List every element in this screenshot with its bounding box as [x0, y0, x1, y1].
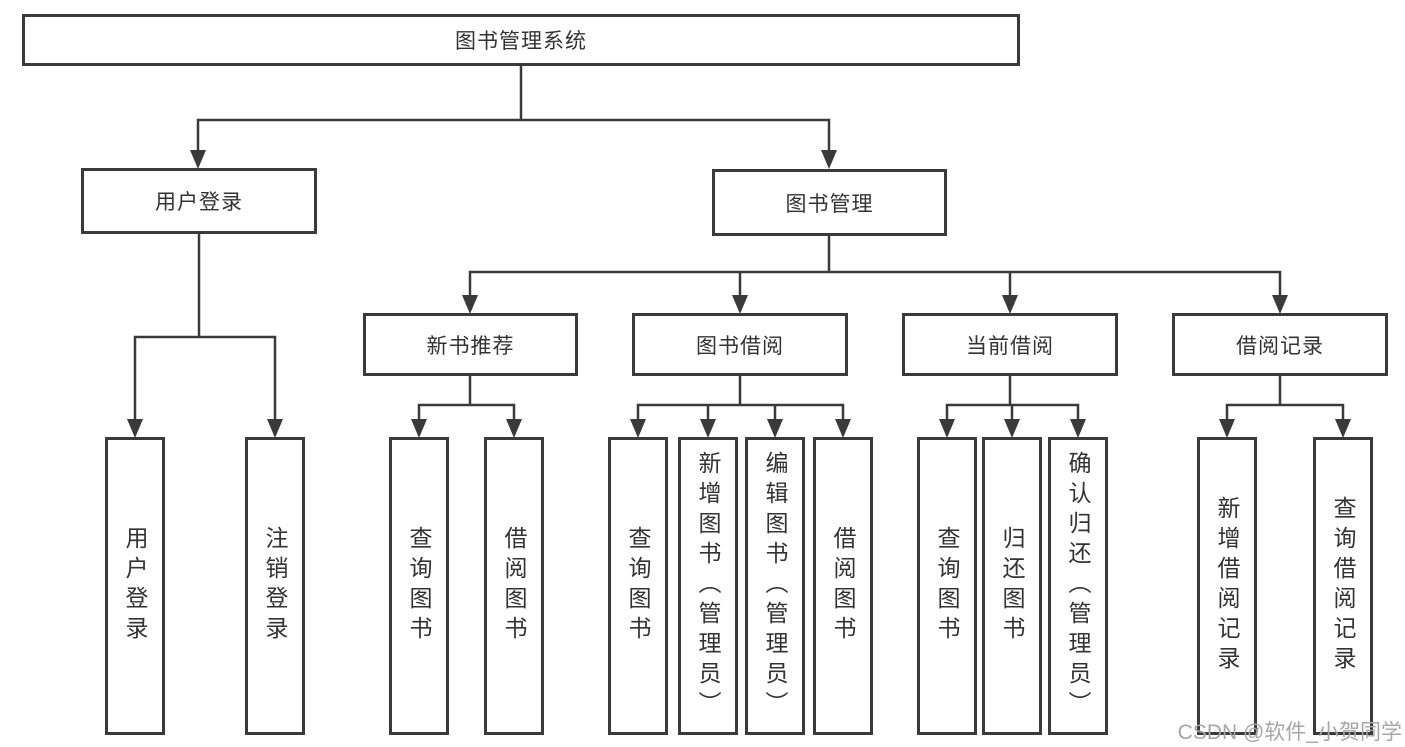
- leaf-confirm-return-admin: 确认归还（管理员）: [1048, 437, 1108, 735]
- leaf-add-books-admin: 新增图书（管理员）: [678, 437, 738, 735]
- node-borrowing-records: 借阅记录: [1172, 313, 1388, 376]
- leaf-search-books-borrowing: 查询图书: [608, 437, 668, 735]
- node-book-management: 图书管理: [712, 169, 947, 236]
- leaf-borrow-books-recommend: 借阅图书: [484, 437, 544, 735]
- leaf-add-borrow-record: 新增借阅记录: [1197, 437, 1257, 735]
- leaf-search-books-current: 查询图书: [917, 437, 977, 735]
- node-book-borrowing: 图书借阅: [632, 313, 848, 376]
- node-current-borrowing: 当前借阅: [902, 313, 1118, 376]
- leaf-edit-books-admin: 编辑图书（管理员）: [745, 437, 805, 735]
- leaf-user-login: 用户登录: [105, 437, 165, 735]
- leaf-logout: 注销登录: [245, 437, 305, 735]
- csdn-watermark: CSDN @软件_小贺同学: [1177, 721, 1402, 744]
- leaf-borrow-books-borrowing: 借阅图书: [813, 437, 873, 735]
- leaf-return-books: 归还图书: [982, 437, 1042, 735]
- node-user-login: 用户登录: [81, 168, 317, 234]
- node-library-system: 图书管理系统: [22, 14, 1020, 66]
- leaf-search-books-recommend: 查询图书: [389, 437, 449, 735]
- leaf-search-borrow-record: 查询借阅记录: [1313, 437, 1373, 735]
- node-new-book-recommendation: 新书推荐: [363, 313, 578, 376]
